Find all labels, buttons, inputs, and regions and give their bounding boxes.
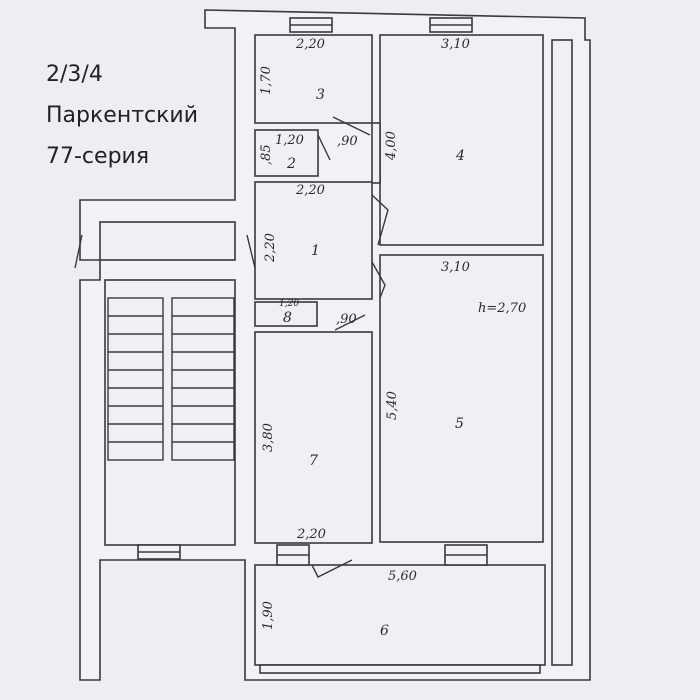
room-2 (254, 129, 319, 177)
dim-room3-width: 2,20 (295, 37, 325, 52)
dim-room2-width: 1,20 (275, 133, 304, 148)
dim-room5-height: 5,40 (385, 391, 400, 420)
corridor-right (551, 39, 573, 666)
room-2-label: 2 (286, 156, 296, 172)
room-4-label: 4 (455, 148, 465, 164)
room-6-label: 6 (380, 623, 389, 639)
room-1-label: 1 (311, 243, 320, 259)
room-4 (379, 34, 544, 246)
dim-room4-height: 4,00 (384, 131, 399, 161)
room-6 (254, 564, 546, 666)
dim-door-b: ,90 (336, 312, 357, 327)
windows (137, 17, 541, 674)
room-5 (379, 254, 544, 543)
room-8 (254, 301, 318, 327)
dim-room1-height: 2,20 (263, 233, 278, 263)
dim-room3-height: 1,70 (259, 66, 274, 95)
ceiling-height: h=2,70 (478, 301, 526, 316)
dim-room7-width: 2,20 (296, 527, 326, 542)
dim-room7-height: 3,80 (261, 423, 276, 452)
dim-door-a: ,90 (337, 134, 358, 149)
room-3 (254, 34, 373, 124)
room-1 (254, 181, 373, 300)
dim-room8-width: 1,20 (279, 299, 299, 309)
stairs (107, 297, 235, 461)
room-7 (254, 331, 373, 544)
dim-room1-width: 2,20 (295, 183, 325, 198)
room-8-label: 8 (283, 310, 292, 326)
landing (99, 221, 236, 261)
room-5-label: 5 (455, 416, 464, 432)
caption-apartment-type: 2/3/4 (46, 62, 103, 87)
stairwell (104, 279, 236, 546)
doors (75, 117, 389, 578)
caption-district: Паркентский (46, 103, 198, 128)
dim-room5-width: 3,10 (441, 260, 470, 275)
room-7-label: 7 (309, 453, 318, 469)
caption-series: 77-серия (46, 144, 150, 169)
room-3-label: 3 (316, 87, 325, 103)
dim-room4-width: 3,10 (441, 37, 470, 52)
dim-room6-height: 1,90 (261, 601, 276, 630)
dim-room2-height: ,85 (259, 144, 274, 165)
dim-room6-width: 5,60 (388, 569, 417, 584)
corridor-link (371, 122, 381, 184)
